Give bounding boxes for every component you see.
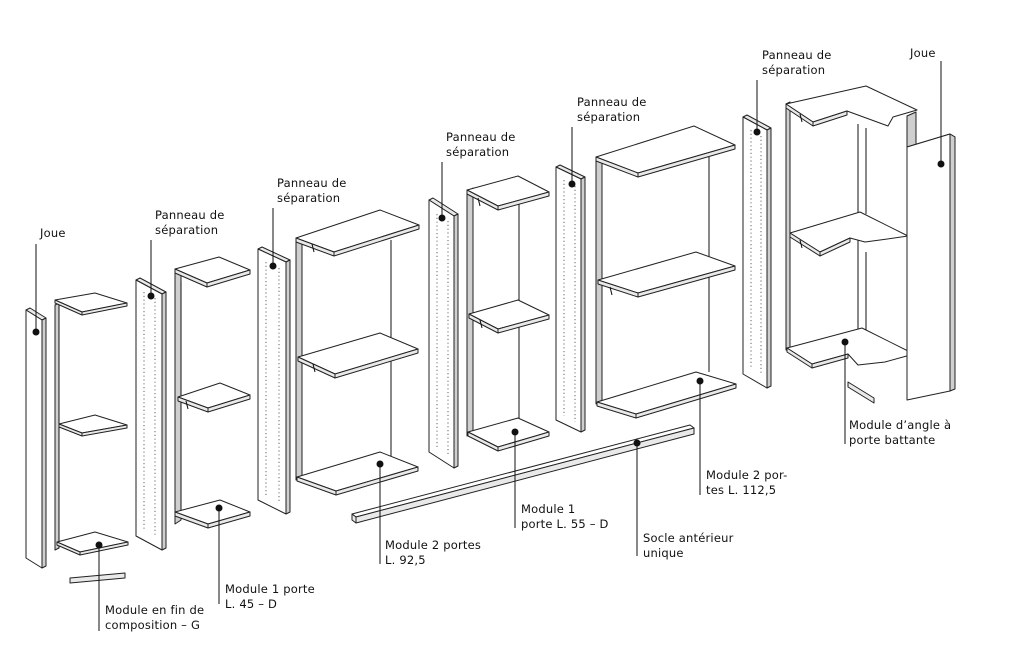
label-module-angle: Module d’angle à porte battante: [849, 418, 952, 447]
separation-panel-2: [257, 246, 291, 515]
separation-panel-3: [428, 197, 459, 469]
label-panneau-5: Panneau de séparation: [762, 48, 832, 77]
label-panneau-3: Panneau de séparation: [446, 130, 516, 159]
label-joue-left: Joue: [40, 226, 66, 240]
label-module-2p-112: Module 2 por- tes L. 112,5: [706, 468, 788, 497]
label-module-2p-92: Module 2 portes L. 92,5: [385, 538, 482, 567]
label-joue-right: Joue: [910, 46, 936, 60]
separation-panel-5: [742, 114, 772, 389]
separation-panel-1: [135, 277, 167, 551]
corner-module: [785, 85, 918, 404]
leader-lines: [32, 61, 945, 631]
label-socle: Socle antérieur unique: [643, 531, 734, 560]
separation-panel-4: [555, 164, 586, 433]
module-2-doors-112: [595, 125, 737, 419]
label-module-1p-55: Module 1 porte L. 55 – D: [521, 502, 609, 531]
label-module-fin: Module en fin de composition – G: [105, 603, 205, 632]
module-1-door-45: [174, 256, 251, 529]
label-panneau-1: Panneau de séparation: [155, 208, 225, 237]
module-2-doors-92: [295, 209, 420, 496]
label-panneau-2: Panneau de séparation: [277, 176, 347, 205]
left-side-panel: [25, 307, 47, 569]
right-side-panel: [906, 133, 956, 401]
label-panneau-4: Panneau de séparation: [577, 95, 647, 124]
label-module-1p-45: Module 1 porte L. 45 – D: [225, 582, 315, 611]
module-1-door-55: [466, 175, 550, 452]
front-plinth: [351, 424, 695, 524]
end-module: [54, 292, 129, 584]
